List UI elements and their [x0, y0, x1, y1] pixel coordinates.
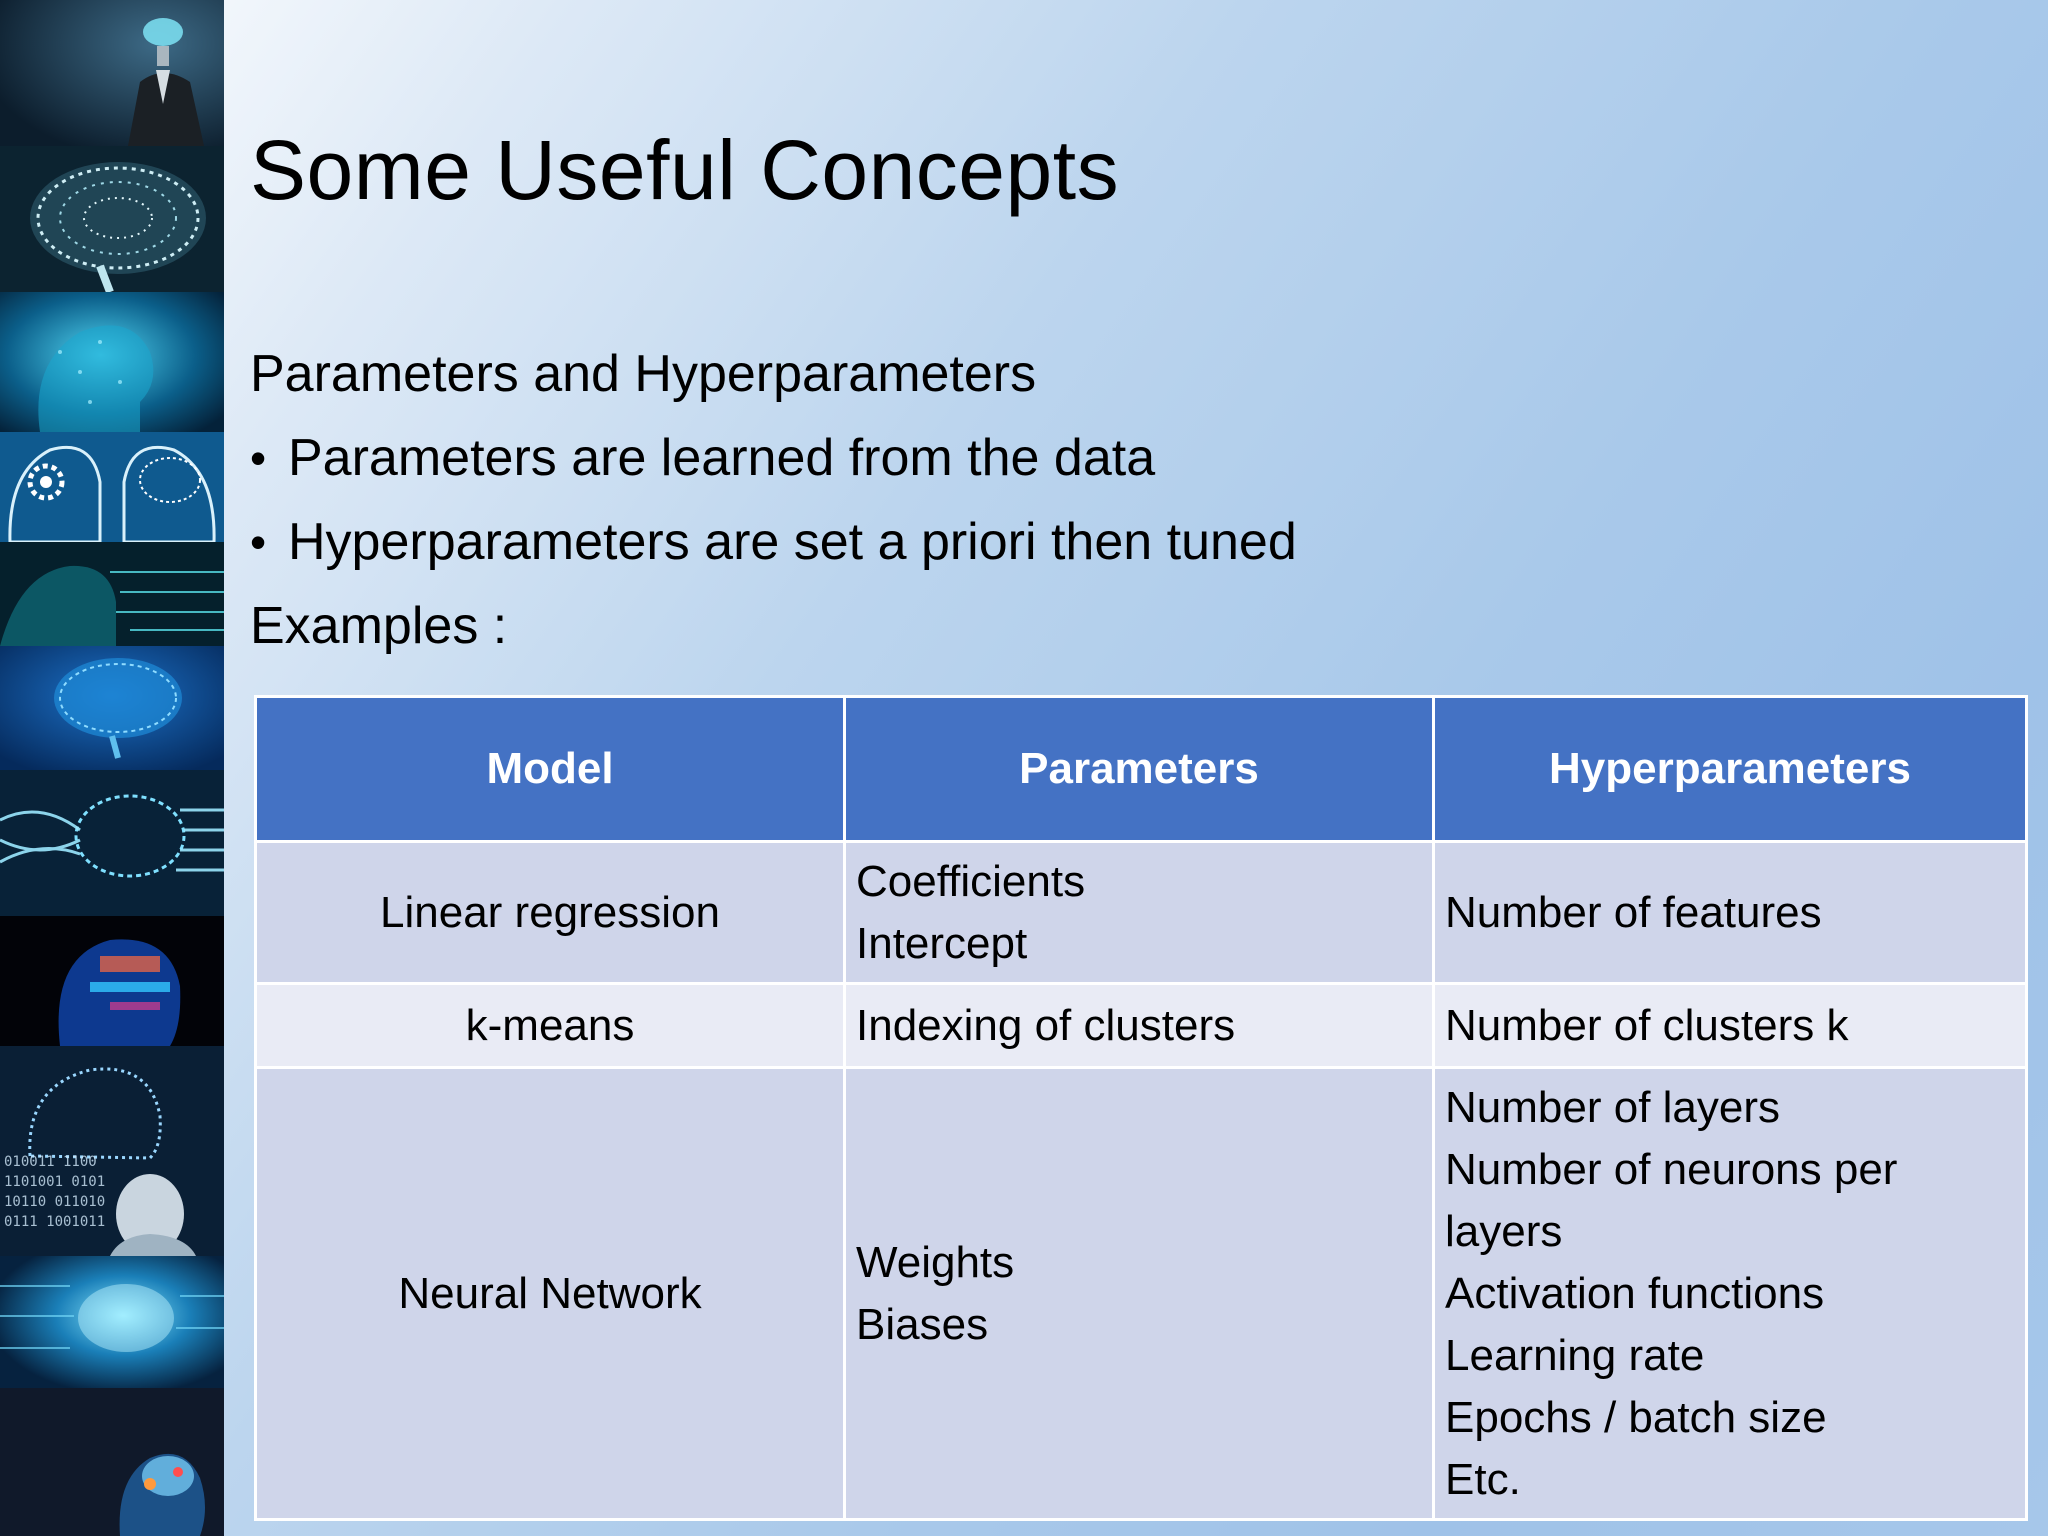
- model-cell: Linear regression: [254, 840, 846, 985]
- bullet-text: Hyperparameters are set a priori then tu…: [288, 513, 1297, 571]
- svg-text:010011 1100: 010011 1100: [4, 1154, 97, 1170]
- hyperparameters-cell: Number of features: [1432, 840, 2028, 985]
- binary-head-icon: 010011 1100 1101001 0101 10110 011010 01…: [0, 1046, 224, 1256]
- colorful-head-icon: [0, 916, 224, 1046]
- gear-brain-heads-icon: [0, 432, 224, 542]
- glowing-brain-icon: [0, 146, 224, 292]
- head-silhouette-icon: [0, 0, 224, 146]
- parameters-cell: Coefficients Intercept: [843, 840, 1435, 985]
- table-row: Neural Network Weights Biases Number of …: [254, 1066, 2028, 1521]
- circuit-brain-icon: [0, 1256, 224, 1388]
- slide-title: Some Useful Concepts: [250, 123, 1120, 217]
- digital-head-icon: [0, 292, 224, 432]
- parameters-cell: Indexing of clusters: [843, 982, 1435, 1069]
- table-row: Linear regression Coefficients Intercept…: [254, 840, 2028, 985]
- hyperparameters-cell: Number of clusters k: [1432, 982, 2028, 1069]
- hyperparameter-item: layers: [1445, 1206, 1563, 1256]
- parameter-item: Intercept: [856, 918, 1028, 968]
- model-cell: k-means: [254, 982, 846, 1069]
- bullet-item: • Hyperparameters are set a priori then …: [250, 500, 1950, 584]
- parameter-item: Coefficients: [856, 856, 1086, 906]
- header-model: Model: [254, 695, 846, 843]
- hyperparameter-item: Number of clusters k: [1445, 1000, 1849, 1050]
- hyperparameter-item: Number of neurons per: [1445, 1144, 1898, 1194]
- hyperparameter-item: Epochs / batch size: [1445, 1392, 1827, 1442]
- concepts-table: Model Parameters Hyperparameters Linear …: [254, 695, 2028, 1521]
- slide-body: Parameters and Hyperparameters • Paramet…: [250, 332, 1950, 668]
- examples-label: Examples :: [250, 597, 508, 655]
- hyperparameter-item: Activation functions: [1445, 1268, 1825, 1318]
- header-hyperparameters: Hyperparameters: [1432, 695, 2028, 843]
- hyperparameter-item: Etc.: [1445, 1454, 1521, 1504]
- bullet-text: Parameters are learned from the data: [288, 429, 1156, 487]
- bullet-dot-icon: •: [250, 516, 267, 568]
- bullet-item: • Parameters are learned from the data: [250, 416, 1950, 500]
- model-cell: Neural Network: [254, 1066, 846, 1521]
- hyperparameter-item: Learning rate: [1445, 1330, 1705, 1380]
- parameter-item: Indexing of clusters: [856, 1000, 1236, 1050]
- section-heading: Parameters and Hyperparameters: [250, 345, 1037, 403]
- table-row: k-means Indexing of clusters Number of c…: [254, 982, 2028, 1069]
- parameter-item: Biases: [856, 1299, 989, 1349]
- glowing-head-icon: [0, 1388, 224, 1536]
- hyperparameters-cell: Number of layers Number of neurons per l…: [1432, 1066, 2028, 1521]
- table-header-row: Model Parameters Hyperparameters: [254, 695, 2028, 843]
- hyperparameter-item: Number of features: [1445, 887, 1822, 937]
- svg-text:0111 1001011: 0111 1001011: [4, 1214, 105, 1230]
- parameters-cell: Weights Biases: [843, 1066, 1435, 1521]
- header-parameters: Parameters: [843, 695, 1435, 843]
- svg-text:1101001 0101: 1101001 0101: [4, 1174, 105, 1190]
- parameter-item: Weights: [856, 1237, 1015, 1287]
- bullet-dot-icon: •: [250, 432, 267, 484]
- circuit-head-icon: [0, 542, 224, 646]
- brain-wires-icon: [0, 770, 224, 916]
- sidebar-image-strip: 010011 1100 1101001 0101 10110 011010 01…: [0, 0, 224, 1536]
- blue-brain-icon: [0, 646, 224, 770]
- svg-text:10110 011010: 10110 011010: [4, 1194, 105, 1210]
- hyperparameter-item: Number of layers: [1445, 1082, 1781, 1132]
